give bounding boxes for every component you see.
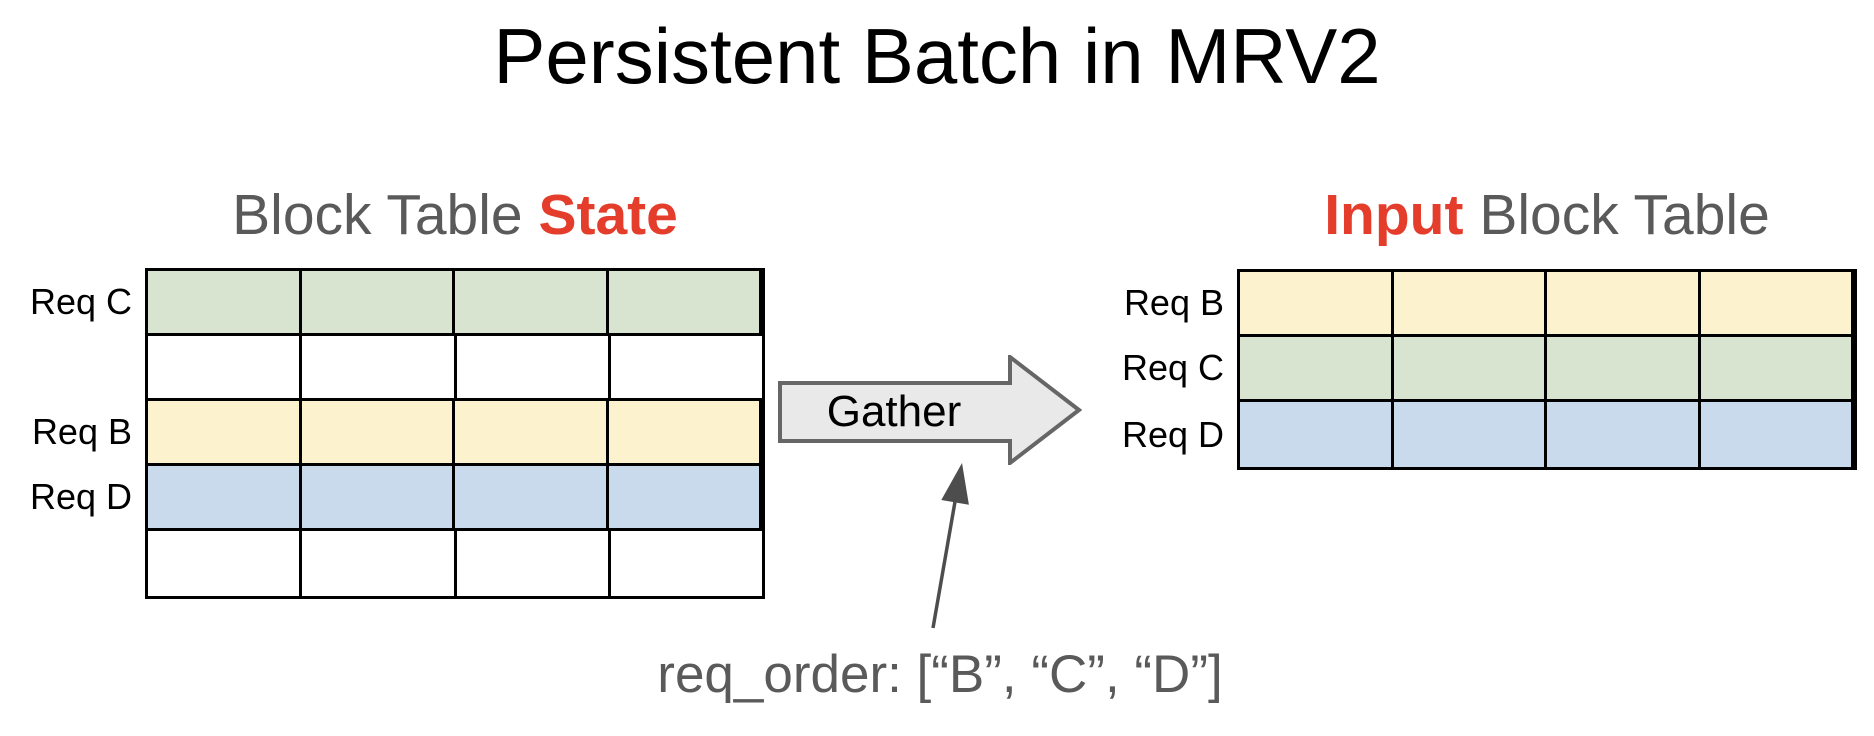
- table-row: [148, 336, 762, 401]
- annotation-arrow-line: [931, 495, 958, 629]
- block-cell: [1701, 402, 1854, 467]
- block-cell: [1240, 337, 1394, 399]
- right-table-title-plain: Block Table: [1463, 183, 1770, 247]
- left-table-title: Block Table State: [145, 184, 765, 247]
- block-cell: [302, 336, 457, 398]
- block-cell: [1701, 337, 1854, 399]
- table-row: Req D: [30, 466, 762, 531]
- annotation-arrow-svg: [931, 463, 969, 629]
- block-cell: [609, 466, 762, 528]
- block-cell: [1240, 272, 1394, 334]
- block-cell: [457, 531, 611, 596]
- input-block-table: Req B Req C Req D: [1122, 269, 1857, 470]
- block-cell: [302, 466, 455, 528]
- state-block-table: Req C Req B Req D: [30, 268, 765, 599]
- annotation-arrow: [915, 450, 985, 640]
- row-label: Req B: [31, 411, 132, 452]
- right-table-title-highlight: Input: [1324, 183, 1464, 247]
- gather-arrow: Gather: [778, 352, 1083, 468]
- block-cell: [148, 336, 303, 398]
- table-row: Req B: [1124, 272, 1854, 337]
- req-order-annotation: req_order: [“B”, “C”, “D”]: [657, 645, 1223, 704]
- block-cell: [1547, 402, 1701, 467]
- block-cell: [148, 531, 303, 596]
- left-table-title-highlight: State: [538, 183, 678, 247]
- right-table-title: Input Block Table: [1237, 184, 1857, 247]
- block-cell: [302, 401, 455, 463]
- block-cell: [455, 466, 609, 528]
- left-table-title-plain: Block Table: [232, 183, 539, 247]
- block-cell: [302, 531, 457, 596]
- block-cell: [609, 271, 762, 333]
- block-cell: [1394, 402, 1547, 467]
- block-cell: [148, 466, 302, 528]
- block-cell: [1701, 272, 1854, 334]
- table-row: Req B: [32, 401, 762, 466]
- block-cell: [302, 271, 455, 333]
- block-cell: [1547, 337, 1701, 399]
- block-cell: [1547, 272, 1701, 334]
- block-cell: [148, 271, 302, 333]
- row-label: Req C: [1121, 347, 1224, 388]
- block-cell: [1394, 272, 1547, 334]
- row-label: Req D: [29, 476, 132, 517]
- block-cell: [611, 531, 762, 596]
- annotation-arrow-head: [941, 463, 969, 505]
- block-cell: [1394, 337, 1547, 399]
- block-cell: [455, 271, 609, 333]
- gather-arrow-svg: [778, 352, 1083, 468]
- block-cell: [1240, 402, 1394, 467]
- block-cell: [611, 336, 762, 398]
- block-cell: [455, 401, 609, 463]
- row-label: Req B: [1123, 282, 1224, 323]
- page-title: Persistent Batch in MRV2: [493, 12, 1381, 100]
- row-label: Req C: [29, 281, 132, 322]
- gather-arrow-shape: [778, 352, 1083, 468]
- row-label: Req D: [1121, 413, 1224, 455]
- table-row: Req C: [1122, 337, 1854, 402]
- block-cell: [457, 336, 611, 398]
- block-cell: [148, 401, 302, 463]
- block-cell: [609, 401, 762, 463]
- gather-arrow-label: Gather: [826, 387, 962, 436]
- table-row: Req D: [1122, 402, 1854, 467]
- table-row: [148, 531, 762, 596]
- table-row: Req C: [30, 271, 762, 336]
